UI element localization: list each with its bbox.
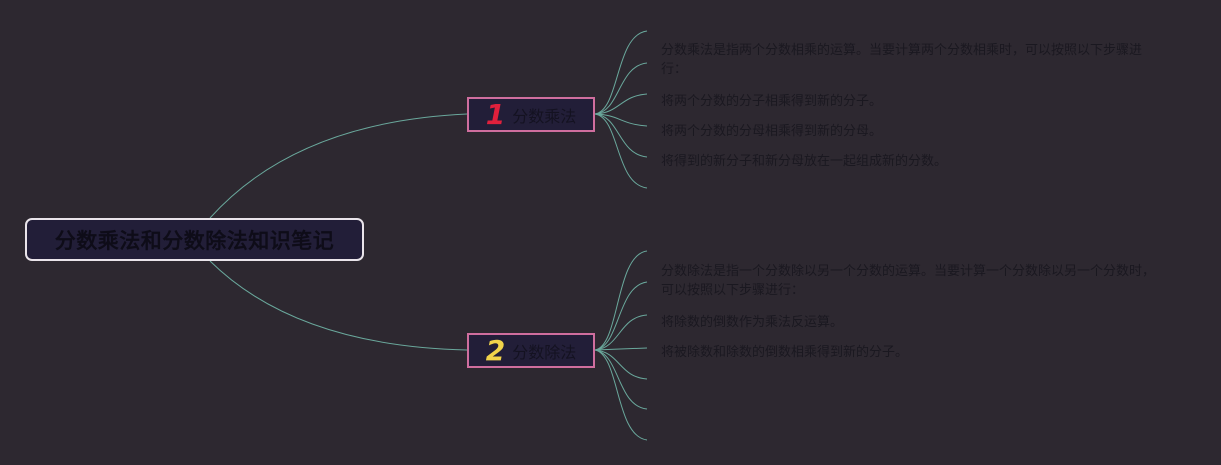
branch-1-leaf-line	[594, 113, 648, 189]
branch-2-leaf-line	[594, 347, 648, 351]
branch-1-leaf-line	[594, 113, 648, 127]
branch-2-leaf-line	[594, 281, 648, 351]
branch-number-2: 2	[485, 333, 506, 367]
leaf-topic[interactable]: 将得到的新分子和新分母放在一起组成新的分数。	[661, 154, 948, 169]
branch-number-1: 1	[485, 97, 506, 131]
branch-2-leaf-line	[594, 250, 648, 351]
branch-2-leaf-line	[594, 314, 648, 351]
leaf-topic[interactable]: 分数除法是指一个分数除以另一个分数的运算。当要计算一个分数除以另一个分数时，可以…	[661, 264, 1156, 298]
branch-1-leaf-line	[594, 113, 648, 158]
branch-1-leaf-line	[594, 30, 648, 115]
branch-1-leaf-line	[594, 62, 648, 115]
leaf-topic[interactable]: 将两个分数的分母相乘得到新的分母。	[661, 124, 883, 139]
root-to-branch-2-line	[209, 260, 468, 351]
branch-topic-1[interactable]: 1 分数乘法	[467, 97, 595, 132]
branch-2-leaf-line	[594, 349, 648, 410]
root-topic-title: 分数乘法和分数除法知识笔记	[54, 228, 335, 253]
branch-label-2: 分数除法	[512, 342, 577, 362]
leaf-topic[interactable]: 将除数的倒数作为乘法反运算。	[661, 315, 844, 330]
leaf-topic[interactable]: 将被除数和除数的倒数相乘得到新的分子。	[661, 345, 909, 360]
branch-label-1: 分数乘法	[512, 106, 577, 126]
branch-2-leaf-line	[594, 349, 648, 441]
root-to-branch-1-line	[209, 113, 468, 219]
branch-2-leaf-line	[594, 349, 648, 380]
branch-topic-2[interactable]: 2 分数除法	[467, 333, 595, 368]
leaf-topic[interactable]: 分数乘法是指两个分数相乘的运算。当要计算两个分数相乘时，可以按照以下步骤进行：	[661, 43, 1143, 77]
root-topic[interactable]: 分数乘法和分数除法知识笔记	[25, 218, 364, 261]
leaf-topic[interactable]: 将两个分数的分子相乘得到新的分子。	[661, 94, 883, 109]
branch-1-leaf-line	[594, 93, 648, 115]
